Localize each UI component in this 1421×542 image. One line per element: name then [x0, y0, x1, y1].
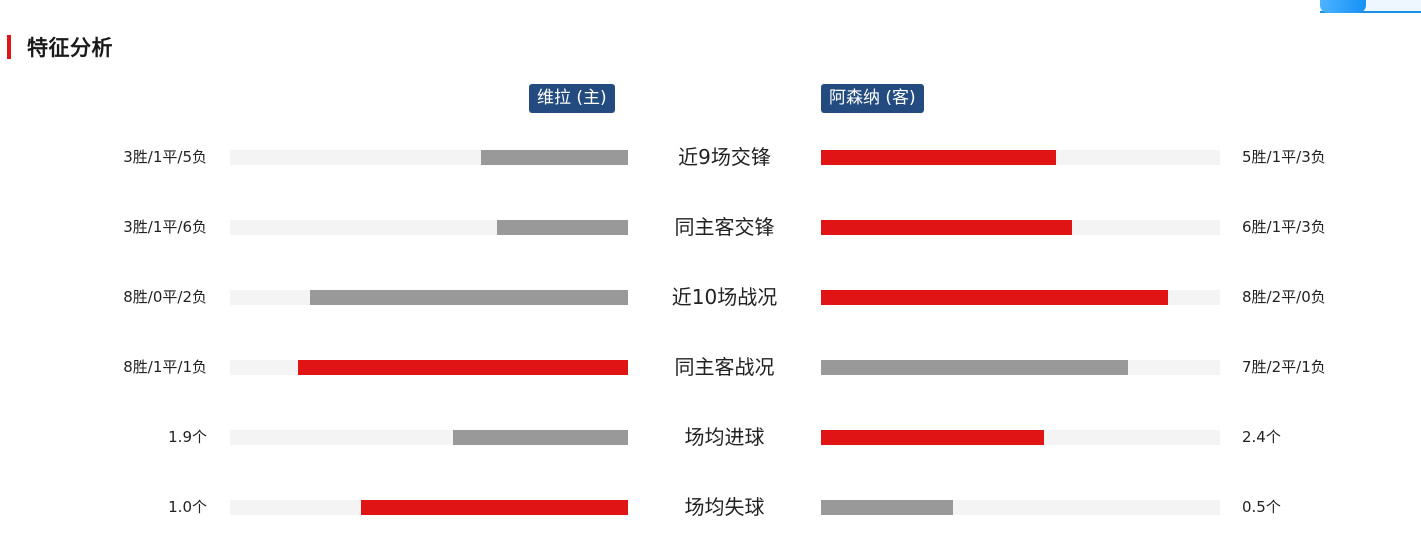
- away-value: 6胜/1平/3负: [1242, 218, 1326, 236]
- away-bar-fill: [821, 360, 1129, 375]
- away-bar-track: [821, 430, 1220, 445]
- away-bar-track: [821, 360, 1220, 375]
- home-value: 1.0个: [168, 498, 207, 516]
- row-label: 场均进球: [684, 425, 765, 449]
- away-bar-track: [821, 500, 1220, 515]
- section-accent-bar: [7, 35, 11, 59]
- home-value: 8胜/0平/2负: [123, 288, 207, 306]
- home-bar-fill: [309, 290, 628, 305]
- row-label: 同主客战况: [674, 355, 775, 379]
- comparison-row: 8胜/0平/2负 近10场战况 8胜/2平/0负: [0, 282, 1421, 312]
- comparison-row: 1.9个 场均进球 2.4个: [0, 422, 1421, 452]
- away-bar-track: [821, 220, 1220, 235]
- comparison-row: 3胜/1平/5负 近9场交锋 5胜/1平/3负: [0, 142, 1421, 172]
- row-label: 近10场战况: [671, 285, 778, 309]
- away-value: 8胜/2平/0负: [1242, 288, 1326, 306]
- away-bar-track: [821, 290, 1220, 305]
- away-bar-fill: [821, 500, 953, 515]
- home-bar-fill: [480, 150, 628, 165]
- away-bar-fill: [821, 430, 1045, 445]
- top-tab-button[interactable]: [1320, 0, 1366, 13]
- comparison-row: 3胜/1平/6负 同主客交锋 6胜/1平/3负: [0, 212, 1421, 242]
- away-value: 5胜/1平/3负: [1242, 148, 1326, 166]
- section-title: 特征分析: [27, 36, 113, 60]
- away-value: 0.5个: [1242, 498, 1281, 516]
- home-bar-track: [230, 430, 628, 445]
- section-header: 特征分析: [7, 34, 113, 60]
- away-bar-fill: [821, 220, 1073, 235]
- home-bar-track: [230, 360, 628, 375]
- home-bar-fill: [361, 500, 628, 515]
- comparison-row: 8胜/1平/1负 同主客战况 7胜/2平/1负: [0, 352, 1421, 382]
- comparison-row: 1.0个 场均失球 0.5个: [0, 492, 1421, 522]
- home-bar-track: [230, 290, 628, 305]
- home-bar-track: [230, 500, 628, 515]
- row-label: 同主客交锋: [674, 215, 775, 239]
- row-label: 近9场交锋: [678, 145, 771, 169]
- home-team-badge: 维拉 (主): [529, 84, 615, 113]
- home-bar-fill: [496, 220, 628, 235]
- home-value: 8胜/1平/1负: [123, 358, 207, 376]
- row-label: 场均失球: [684, 495, 765, 519]
- away-bar-fill: [821, 150, 1057, 165]
- home-value: 1.9个: [168, 428, 207, 446]
- home-bar-track: [230, 220, 628, 235]
- away-bar-fill: [821, 290, 1169, 305]
- away-value: 7胜/2平/1负: [1242, 358, 1326, 376]
- home-bar-fill: [297, 360, 628, 375]
- home-bar-fill: [452, 430, 628, 445]
- away-bar-track: [821, 150, 1220, 165]
- away-value: 2.4个: [1242, 428, 1281, 446]
- home-value: 3胜/1平/5负: [123, 148, 207, 166]
- home-bar-track: [230, 150, 628, 165]
- home-value: 3胜/1平/6负: [123, 218, 207, 236]
- away-team-badge: 阿森纳 (客): [821, 84, 924, 113]
